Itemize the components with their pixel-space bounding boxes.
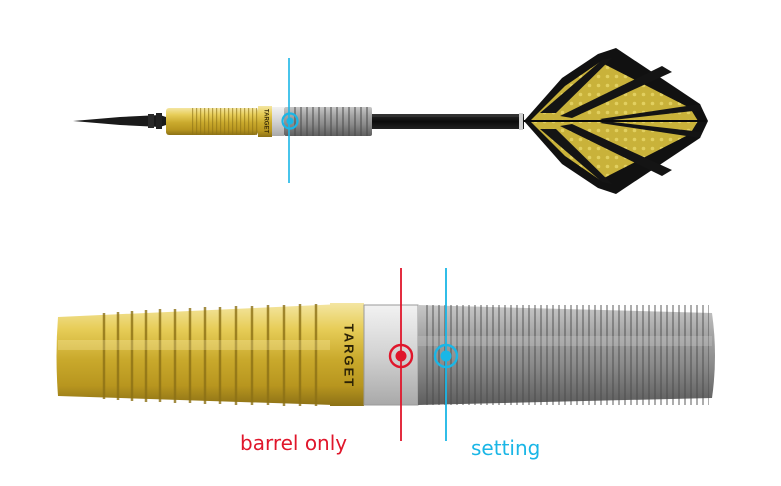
dart-flight [524,48,708,194]
dart-tip-ring [148,114,154,128]
barrel-logo-band [330,303,364,406]
dart-barrel-logo: TARGET [262,109,268,134]
setting-marker [433,343,459,369]
barrel-only-marker [388,343,414,369]
top-setting-marker [281,112,299,130]
barrel-logo: TARGET [342,324,357,388]
setting-label: setting [471,436,541,460]
dart-barrel-logo-band [258,106,272,137]
barrel-gold [56,303,364,406]
barrel-closeup: TARGET [56,268,715,441]
dart-tip [73,115,166,127]
full-dart: TARGET [73,48,708,194]
dart-shaft [372,114,524,129]
dart-shaft-ring [519,113,523,130]
dart-collar [272,107,284,136]
barrel-gold-grooves [102,304,318,406]
barrel-only-label: barrel only [240,431,348,455]
